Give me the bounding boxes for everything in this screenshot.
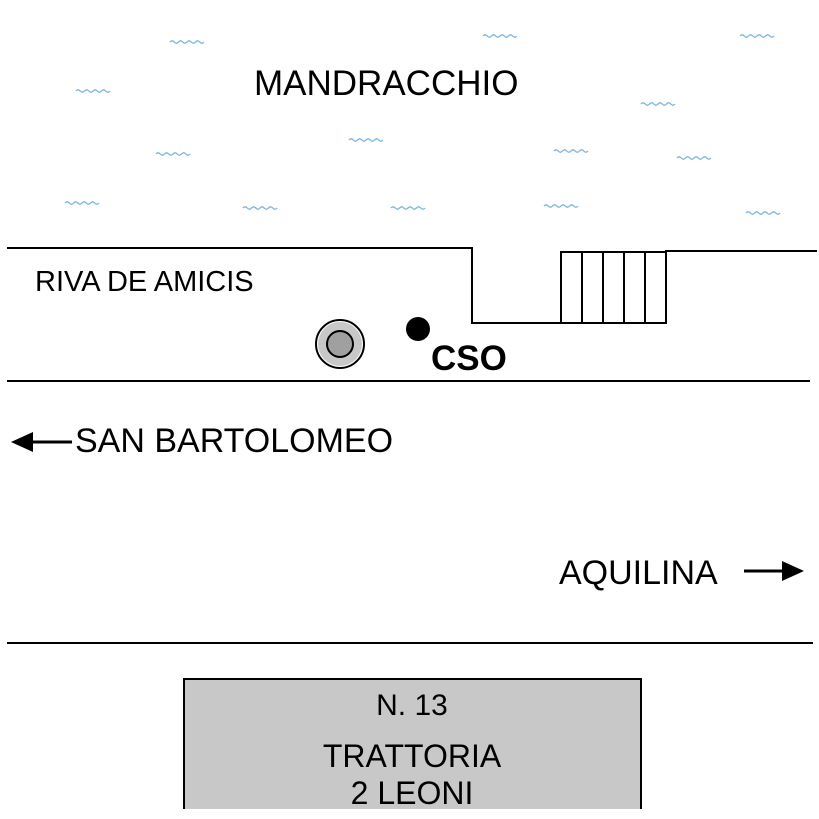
quay-edge-line (7, 247, 560, 324)
marker-label: CSO (431, 339, 507, 378)
building-number: N. 13 (376, 689, 448, 722)
wave-icon (169, 40, 205, 44)
arrow-left-icon (11, 432, 72, 452)
building-name-line-1: TRATTORIA (322, 738, 502, 774)
wave-icon (75, 89, 111, 93)
street-direction-left: SAN BARTOLOMEO (75, 422, 394, 460)
wave-icon (739, 34, 775, 38)
wave-icon (676, 156, 712, 160)
wave-icon (64, 201, 100, 205)
steps-icon (560, 251, 667, 324)
wave-icon (155, 152, 191, 156)
bollard-icon (315, 319, 365, 369)
wave-icon (640, 102, 676, 106)
wave-icon (745, 211, 781, 215)
quay-edge-line-right (665, 250, 817, 323)
wave-icon (390, 206, 426, 210)
quay-name: RIVA DE AMICIS (35, 266, 254, 298)
building-name: TRATTORIA 2 LEONI (183, 738, 641, 812)
building-outline (183, 678, 642, 809)
point-marker-icon (406, 317, 430, 341)
building-name-line-2: 2 LEONI (350, 775, 474, 811)
street-direction-right: AQUILINA (559, 554, 718, 592)
arrow-right-icon (744, 561, 804, 581)
wave-icon (553, 149, 589, 153)
water-name: MANDRACCHIO (254, 64, 519, 103)
water-waves (64, 34, 781, 215)
wave-icon (242, 206, 278, 210)
wave-icon (348, 138, 384, 142)
wave-icon (543, 204, 579, 208)
wave-icon (482, 34, 518, 38)
